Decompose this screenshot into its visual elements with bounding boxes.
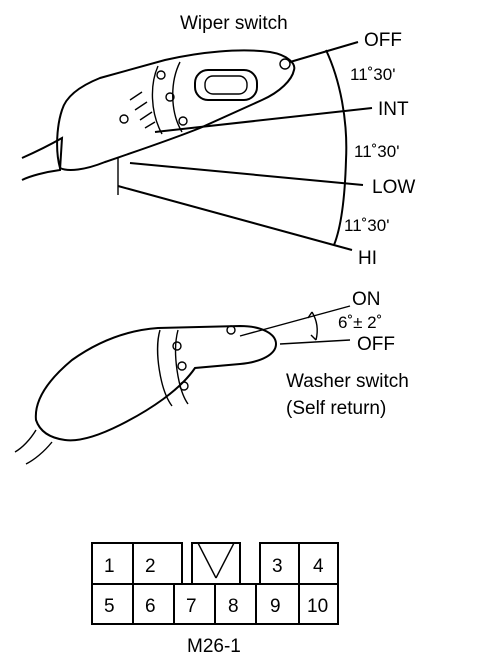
wiper-switch-title: Wiper switch [180, 13, 288, 34]
wiper-angle-int-low: 11˚30' [354, 142, 399, 161]
connector-m26-1: 1 2 3 4 5 6 7 8 9 10 M26-1 [91, 542, 339, 657]
wiper-position-off: OFF [364, 30, 402, 51]
wiper-position-int: INT [378, 99, 409, 120]
connector-pin: 4 [313, 556, 324, 577]
wiper-off-line [289, 41, 359, 63]
wiper-angle-arc [325, 49, 348, 246]
connector-pin: 6 [145, 596, 156, 617]
wiper-switch-figure: Wiper switch OFF INT [21, 13, 415, 269]
wiper-lever-body [21, 49, 296, 195]
washer-off-label: OFF [357, 334, 395, 355]
wiper-position-hi: HI [358, 248, 377, 269]
wiper-hi-line [117, 185, 353, 251]
connector-pin: 7 [186, 596, 197, 617]
wiper-angle-off-int: 11˚30' [350, 65, 395, 84]
wiper-low-line [129, 162, 364, 186]
washer-lever-body [14, 305, 351, 465]
washer-on-label: ON [352, 289, 381, 310]
washer-switch-subtitle: (Self return) [286, 398, 386, 419]
connector-name: M26-1 [187, 636, 241, 657]
connector-pin: 3 [272, 556, 283, 577]
washer-switch-figure: ON 6˚± 2˚ OFF Washer switch (Self return… [14, 289, 409, 465]
connector-pin: 8 [228, 596, 239, 617]
connector-pin: 2 [145, 556, 156, 577]
wiper-angle-low-hi: 11˚30' [344, 216, 389, 235]
wiper-position-low: LOW [372, 177, 415, 198]
connector-pin: 1 [104, 556, 115, 577]
connector-pin: 10 [307, 596, 328, 617]
connector-pin: 5 [104, 596, 115, 617]
connector-pin: 9 [270, 596, 281, 617]
wiper-int-line [154, 107, 373, 133]
washer-switch-title: Washer switch [286, 371, 409, 392]
washer-angle-label: 6˚± 2˚ [338, 313, 382, 332]
